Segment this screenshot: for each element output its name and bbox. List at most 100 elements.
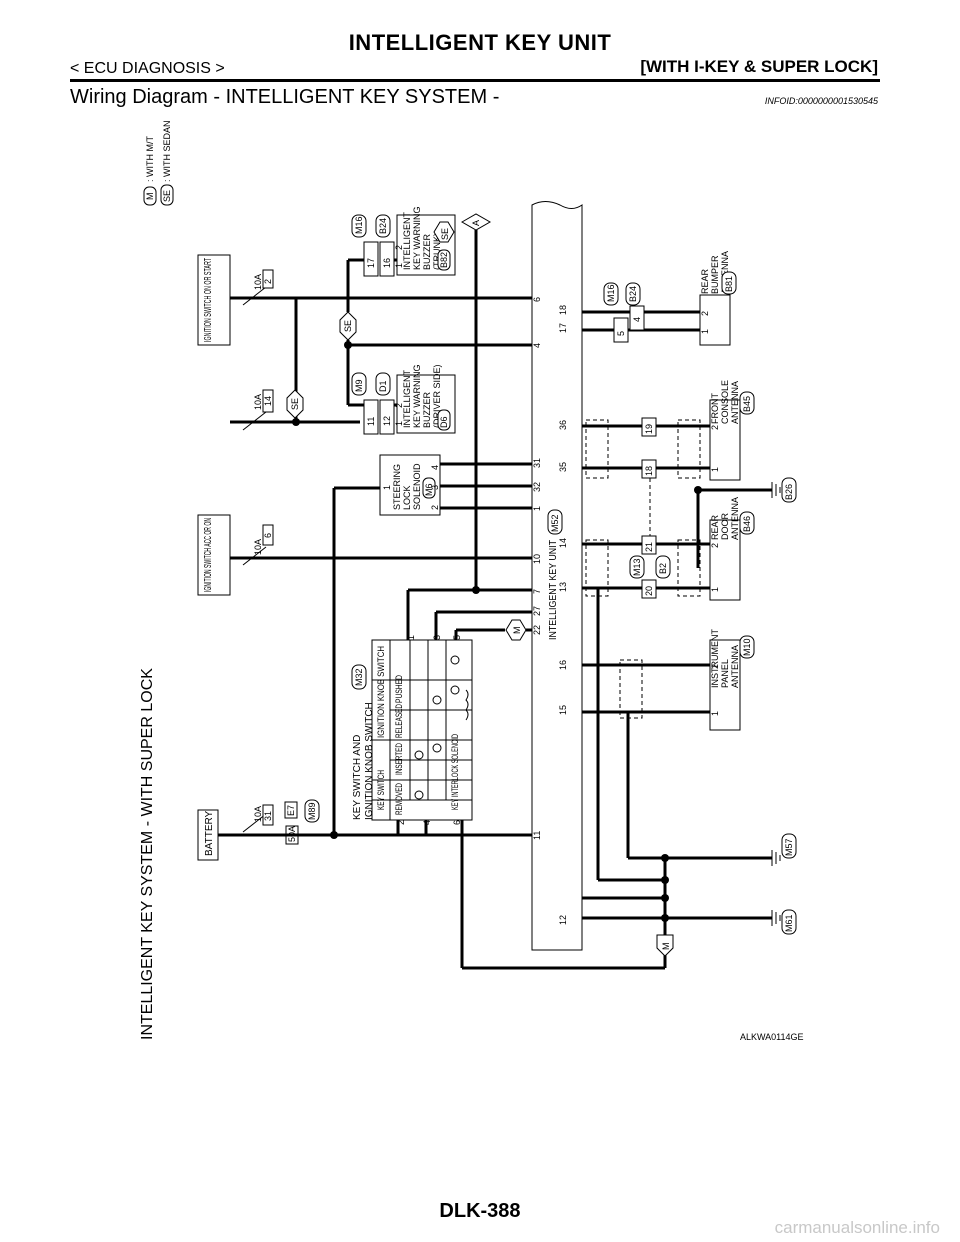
ground-m57: M57 [771,833,797,866]
steering-lock-pin-2: 2 [430,505,440,510]
fuse-2: 10A 2 [242,269,274,306]
key-interlock-solenoid: KEY INTERLOCK SOLENOID [450,734,460,810]
buzzer-trunk-l3: BUZZER [422,233,432,270]
key-switch-col-key: KEY SWITCH [376,770,386,810]
ikey-pin-22: 22 [532,625,542,635]
rear-door-antenna-pin-2: 2 [710,543,720,548]
ikey-pin-32: 32 [532,482,542,492]
fusible-link: E7 M89 50A [284,799,320,845]
buzzer-driver-wires [344,340,532,407]
legend-se-text: : WITH SEDAN [162,120,172,182]
connector-m16b-pin-5: 5 [616,331,626,336]
buzzer-driver: INTELLIGENT KEY WARNING BUZZER (DRIVER S… [394,364,456,434]
instrument-antenna-l2: PANEL [720,659,730,688]
connector-m13-label: M13 [632,558,642,576]
front-console-antenna: FRONT CONSOLE ANTENNA B45 1 2 [709,380,755,481]
rear-bumper-antenna-l2: BUMPER [710,255,720,294]
key-switch-pushed: PUSHED [394,675,404,703]
page-title: INTELLIGENT KEY UNIT [348,30,612,55]
header-rule [70,79,880,82]
rear-bumper-antenna-pin-2: 2 [700,311,710,316]
key-switch-title-2: IGNITION KNOB SWITCH [364,702,375,820]
key-switch-inserted: INSERTED [394,743,404,775]
steering-lock-pin-1: 1 [382,485,392,490]
ikey-unit-connector: M52 [550,514,560,532]
key-switch-removed: REMOVED [394,783,404,815]
connector-m16-pin-17: 17 [366,258,376,268]
connector-b45-pin-19: 19 [644,424,654,434]
battery-label: BATTERY [204,810,215,856]
connector-m16-label: M16 [354,216,364,234]
key-switch-pin-6: 6 [452,820,462,825]
buzzer-driver-connector: D6 [439,416,449,428]
info-id: INFOID:0000000001530545 [764,96,878,106]
power-wires [218,296,532,837]
legend-m-code: M [145,193,155,201]
battery-box: BATTERY [197,809,219,861]
m-tag-2-label: M [661,943,671,951]
rear-door-antenna-l1: REAR [710,514,720,540]
front-console-antenna-pin-1: 1 [710,467,720,472]
buzzer-driver-l2: KEY WARNING [412,364,422,428]
buzzer-driver-pin-1: 1 [394,421,404,426]
buzzer-trunk-l1: INTELLIGENT [402,211,412,270]
ikey-pin-7: 7 [532,589,542,594]
fuse-2-no: 2 [263,279,273,284]
ikey-pin-13: 13 [558,582,568,592]
steering-lock-connector: M6 [424,483,434,496]
se-tag-1-label: SE [290,398,300,410]
buzzer-driver-l1: INTELLIGENT [402,369,412,428]
fuse-6: 10A 6 [242,524,274,566]
connector-m13-pin-20: 20 [644,586,654,596]
shields [585,419,701,719]
rear-door-antenna: REAR DOOR ANTENNA B46 1 2 [709,497,755,601]
connector-m9-label: M9 [354,379,364,392]
ground-m61-label: M61 [784,914,794,932]
steering-lock-wires [440,462,532,510]
buzzer-trunk: INTELLIGENT KEY WARNING BUZZER (TRUNK) B… [394,206,456,276]
buzzer-trunk-l2: KEY WARNING [412,206,422,270]
key-switch-component: KEY SWITCH AND IGNITION KNOB SWITCH M32 … [351,635,473,825]
ground-m61: M61 [771,909,797,935]
ikey-pin-35: 35 [558,462,568,472]
ikey-pin-14: 14 [558,538,568,548]
fuse-31-amp: 10A [253,806,263,822]
key-switch-title-1: KEY SWITCH AND [352,735,363,820]
instrument-panel-antenna: INSTRUMENT PANEL ANTENNA M10 1 2 [709,629,755,731]
front-console-antenna-l1: FRONT [710,393,720,424]
intelligent-key-unit: INTELLIGENT KEY UNIT M52 11 22 27 7 10 1… [531,201,583,951]
ikey-pin-16: 16 [558,660,568,670]
rear-door-antenna-l3: ANTENNA [730,497,740,540]
page-number: DLK-388 [439,1200,521,1222]
a-tag: A [460,213,492,231]
ikey-pin-11: 11 [532,831,542,840]
instrument-antenna-connector: M10 [742,638,752,656]
key-switch-col-knob: IGNITION KNOB SWITCH [376,646,386,738]
ignition-on-label: IGNITION SWITCH ON OR START [203,258,214,342]
key-switch-released: RELEASED [394,704,404,738]
ikey-pin-31: 31 [532,458,542,468]
connector-m16b-label: M16 [606,284,616,302]
buzzer-trunk-pin-1: 1 [394,263,404,268]
ikey-unit-label: INTELLIGENT KEY UNIT [548,540,559,640]
diagram-vertical-title: INTELLIGENT KEY SYSTEM - WITH SUPER LOCK [139,668,156,1040]
ikey-pin-4: 4 [532,343,542,348]
rear-door-antenna-connector: B46 [742,516,752,532]
legend: M : WITH M/T SE : WITH SEDAN [143,120,174,206]
front-console-antenna-connector: B45 [742,396,752,412]
section-label: < ECU DIAGNOSIS > [70,60,225,77]
variant-label: [WITH I-KEY & SUPER LOCK] [640,57,878,76]
figure-id: ALKWA0114GE [740,1032,804,1042]
buzzer-driver-l4: (DRIVER SIDE) [432,364,442,428]
connector-m9-pin-12: 12 [382,416,392,426]
ikey-pin-17: 17 [558,323,568,333]
fusible-link-connector: M89 [307,802,317,820]
key-switch-connector: M32 [354,668,364,686]
instrument-antenna-l1: INSTRUMENT [710,629,720,688]
ikey-pin-18: 18 [558,305,568,315]
ignition-on-box: IGNITION SWITCH ON OR START [197,254,231,346]
ikey-pin-6: 6 [532,297,542,302]
fuse-14: 10A 14 [242,389,274,431]
rear-door-antenna-pin-1: 1 [710,587,720,592]
